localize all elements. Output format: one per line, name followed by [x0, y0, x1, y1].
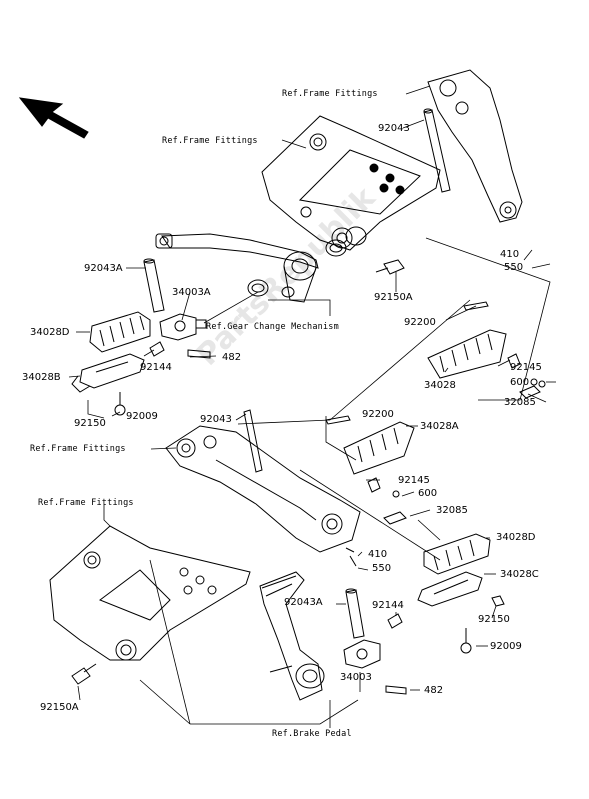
- part-label-92150-right: 92150: [478, 614, 510, 625]
- ball-and-spring-mid: [367, 477, 407, 525]
- part-label-34028A: 34028A: [420, 421, 459, 432]
- part-label-92150A-bottom: 92150A: [40, 702, 79, 713]
- part-label-482-left: 482: [222, 352, 242, 363]
- part-label-92145-mid: 92145: [398, 475, 430, 486]
- part-label-34028: 34028: [424, 380, 456, 391]
- pin-92043-top: [423, 108, 451, 193]
- part-label-92200-mid: 92200: [362, 409, 394, 420]
- part-label-34003: 34003: [340, 672, 372, 683]
- ref-brake-pedal: Ref.Brake Pedal: [272, 729, 352, 739]
- step-plate-bottom: [49, 525, 251, 661]
- part-label-600-top: 600: [510, 377, 530, 388]
- rubber-34028A: [343, 421, 415, 475]
- washer-92200-mid: [325, 415, 351, 425]
- rubber-34028D-left: [89, 311, 151, 353]
- ball-and-spring-top: [507, 353, 546, 399]
- part-label-550-mid: 550: [372, 563, 392, 574]
- part-label-34028C: 34028C: [500, 569, 539, 580]
- part-label-92043-top: 92043: [378, 123, 410, 134]
- part-label-92043-mid: 92043: [200, 414, 232, 425]
- step-plate-top: [261, 115, 441, 251]
- part-label-92144-bottom: 92144: [372, 600, 404, 611]
- gear-change-lever: [155, 233, 319, 269]
- bolt-92009-right: [460, 628, 472, 654]
- part-label-92200-top: 92200: [404, 317, 436, 328]
- part-label-600-mid: 600: [418, 488, 438, 499]
- washer-92200-top: [463, 301, 489, 311]
- nut-92150-right: [491, 595, 505, 607]
- footpeg-34028B: [71, 353, 145, 393]
- part-label-482-bottom: 482: [424, 685, 444, 696]
- pin-92043A-left: [143, 258, 165, 313]
- rubber-34028D-right: [423, 533, 491, 575]
- ref-frame-fittings-bottom-left: Ref.Frame Fittings: [38, 498, 134, 508]
- part-label-92009-left: 92009: [126, 411, 158, 422]
- part-label-32085-mid: 32085: [436, 505, 468, 516]
- part-label-92144-left: 92144: [140, 362, 172, 373]
- part-label-32085-top: 32085: [504, 397, 536, 408]
- ref-frame-fittings-mid-left: Ref.Frame Fittings: [30, 444, 126, 454]
- direction-arrow-icon: [18, 97, 89, 139]
- part-label-92043A-bottom: 92043A: [284, 597, 323, 608]
- part-label-34003A: 34003A: [172, 287, 211, 298]
- bolt-92150A-mid: [375, 259, 405, 275]
- holder-34003A: [159, 313, 207, 341]
- part-label-34028D-right: 34028D: [496, 532, 536, 543]
- part-label-92145-top: 92145: [510, 362, 542, 373]
- spring-92144-bottom: [387, 613, 403, 629]
- pin-482-left: [187, 349, 211, 359]
- part-label-410-mid: 410: [368, 549, 388, 560]
- part-label-34028D-left: 34028D: [30, 327, 70, 338]
- lever-pivot: [247, 226, 367, 303]
- pin-92043-mid: [243, 409, 263, 473]
- rubber-34028: [427, 329, 507, 379]
- part-label-92009-right: 92009: [490, 641, 522, 652]
- pin-482-bottom: [385, 685, 407, 695]
- pin-410-mid: [345, 547, 357, 567]
- right-frame-bracket: [427, 69, 523, 223]
- footrest-bracket-mid: [165, 425, 361, 553]
- ref-frame-fittings-top-mid: Ref.Frame Fittings: [162, 136, 258, 146]
- ref-gear-change-mechanism: Ref.Gear Change Mechanism: [206, 322, 339, 332]
- footpeg-34028C: [417, 571, 483, 607]
- bolt-92150A-bottom: [71, 663, 97, 685]
- part-label-550-top: 550: [504, 262, 524, 273]
- spring-92144-left: [149, 341, 165, 357]
- part-label-92150-left: 92150: [74, 418, 106, 429]
- bolt-92009-left: [114, 392, 126, 416]
- part-label-34028B: 34028B: [22, 372, 61, 383]
- brake-pedal: [259, 571, 325, 701]
- pin-92043A-bottom: [345, 588, 365, 639]
- ref-frame-fittings-top-right: Ref.Frame Fittings: [282, 89, 378, 99]
- part-label-92043A-left: 92043A: [84, 263, 123, 274]
- part-label-92150A-mid: 92150A: [374, 292, 413, 303]
- holder-34003: [343, 639, 381, 669]
- part-label-410-top: 410: [500, 249, 520, 260]
